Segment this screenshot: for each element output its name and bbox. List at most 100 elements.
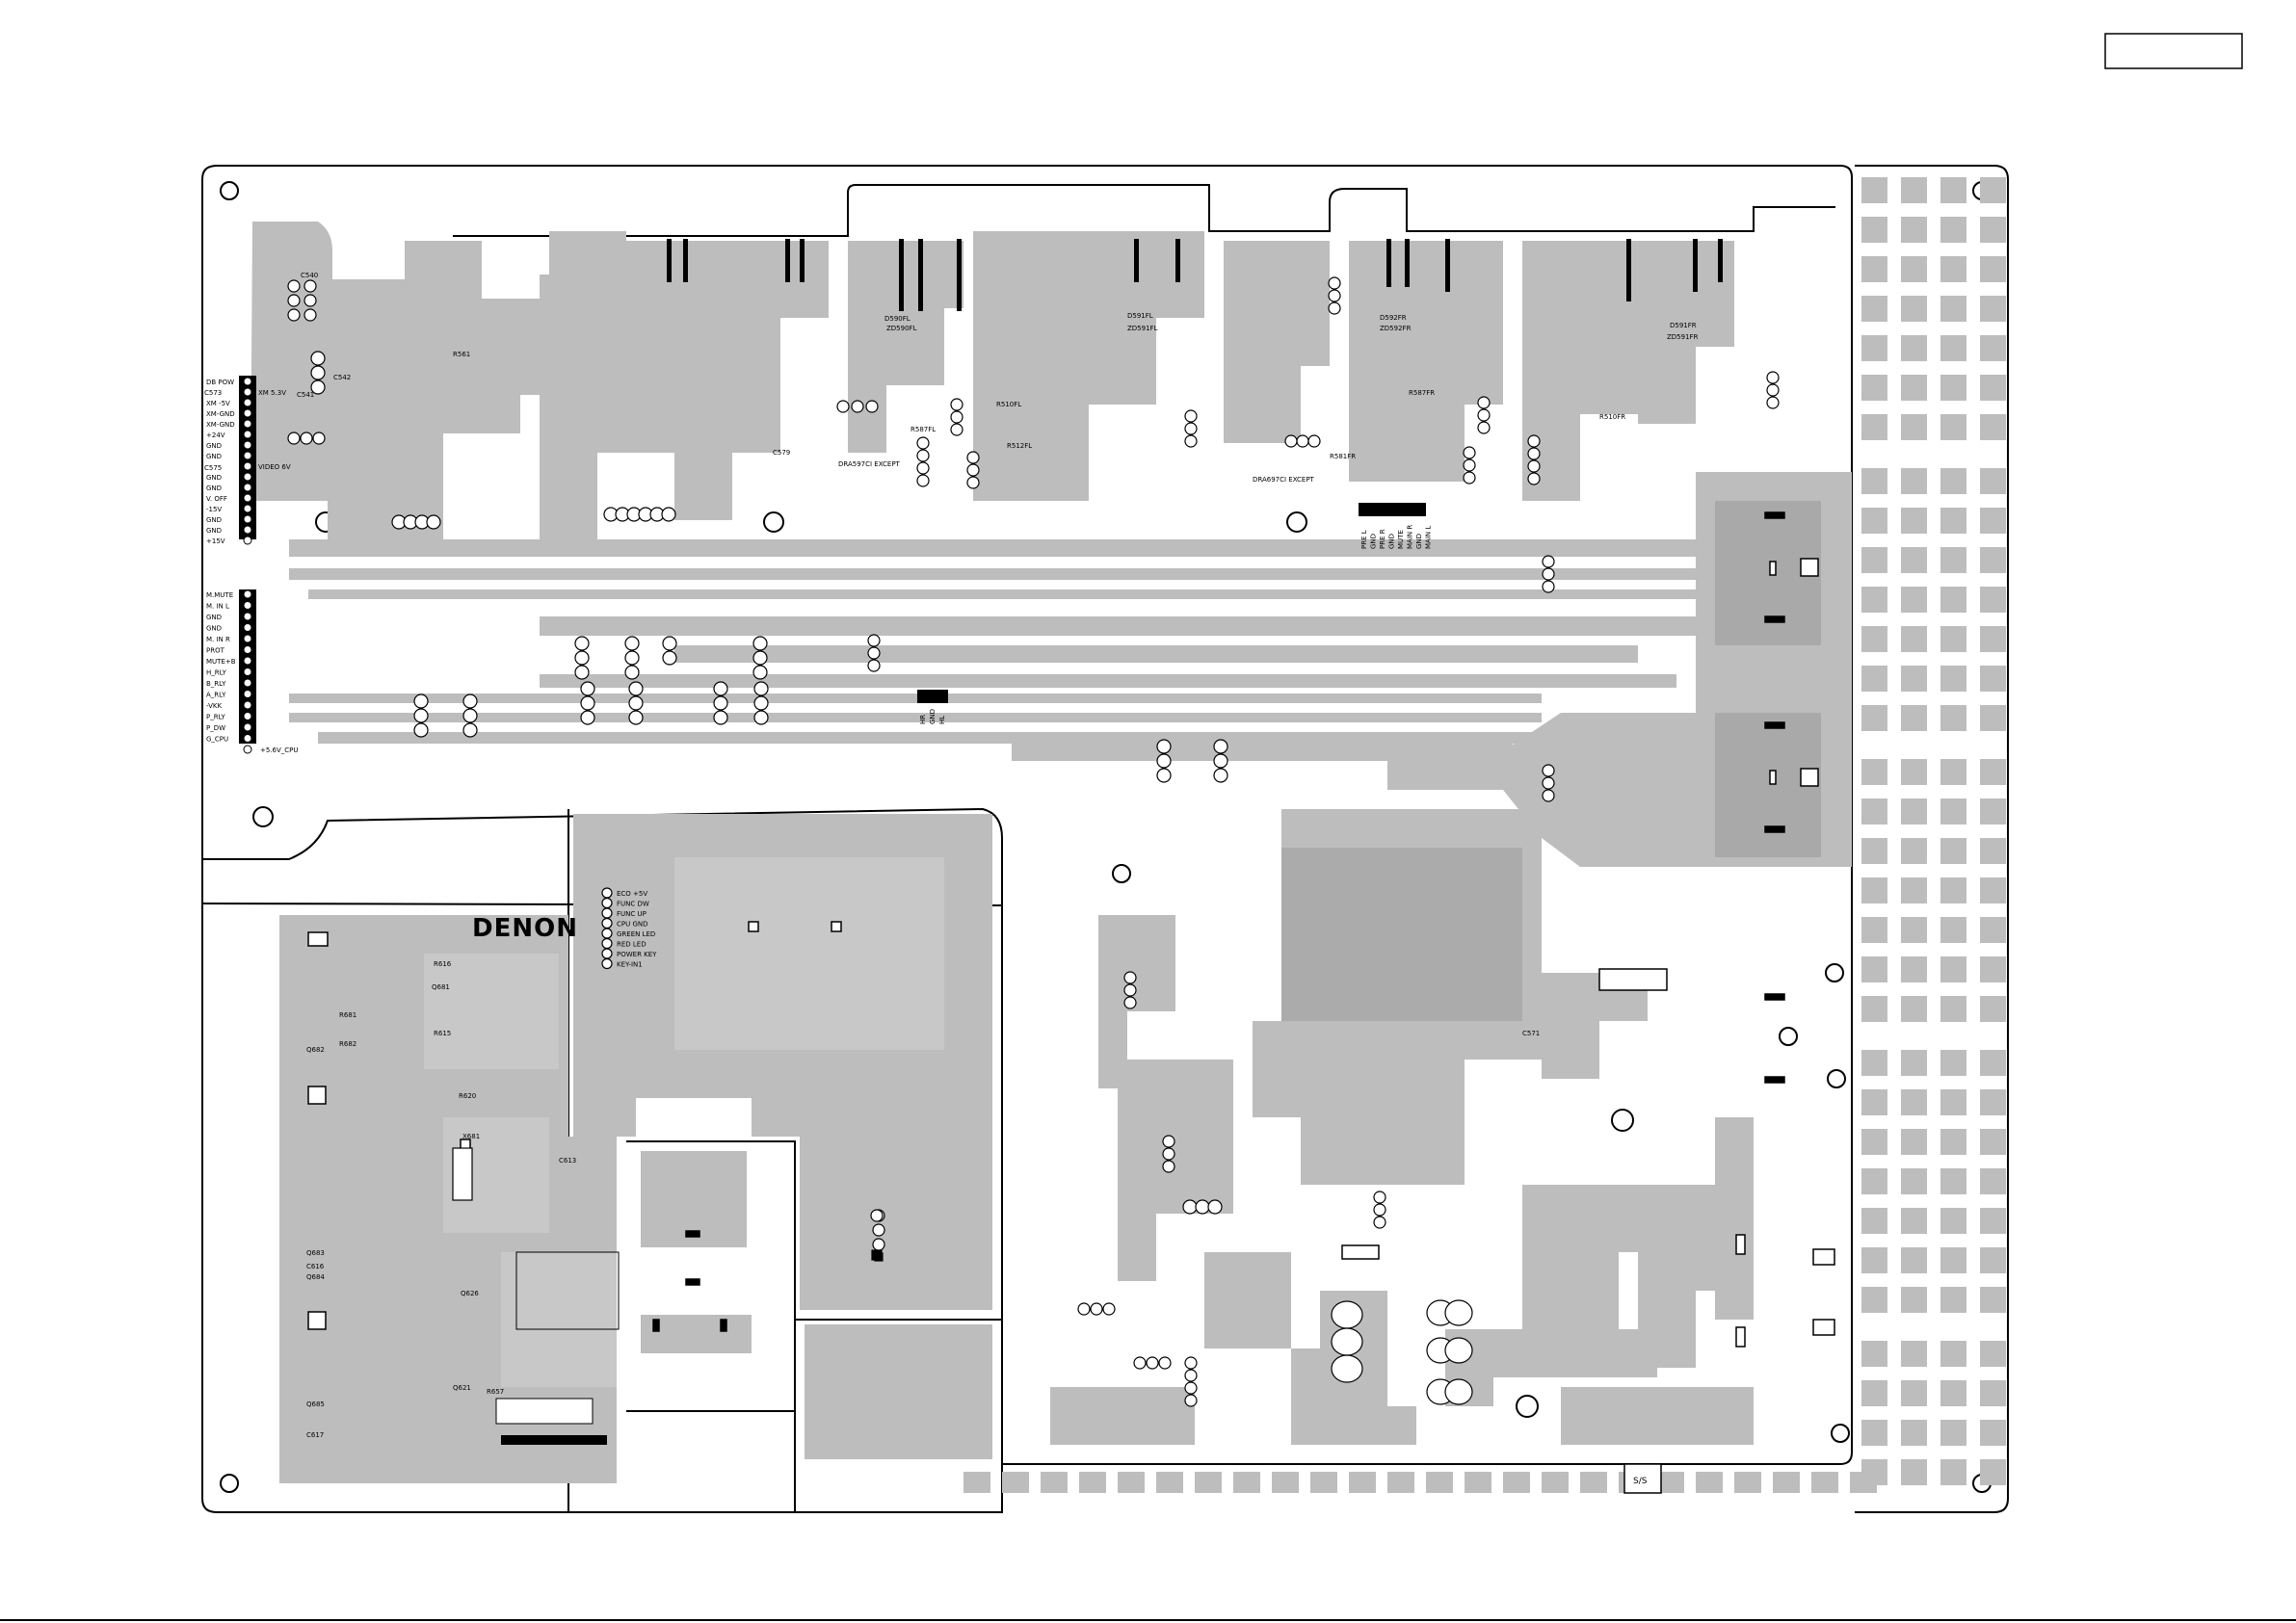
connector-pin-label: V. OFF [206, 495, 227, 503]
component-ref-label: C613 [559, 1157, 576, 1165]
connector-pin-label: M. IN R [206, 636, 230, 643]
heatsink-pad [1980, 547, 2006, 573]
connector-pin [243, 623, 252, 632]
heatsink-pad [1861, 1168, 1887, 1194]
component-ref-label: Q682 [306, 1046, 325, 1054]
component-ref-label: R682 [339, 1040, 356, 1048]
heatsink-pad [1980, 1050, 2006, 1076]
edge-pad [1118, 1472, 1145, 1493]
brand-logo-text: DENON [472, 914, 578, 943]
component-ref-label: R681 [339, 1011, 356, 1019]
connector-pin-label: H_RLY [206, 669, 227, 677]
page-number-box [2104, 33, 2243, 69]
heatsink-pad [1901, 1050, 1927, 1076]
heatsink-pad [1980, 705, 2006, 731]
heatsink-pad [1861, 414, 1887, 440]
svg-text:D592FR: D592FR [1380, 314, 1407, 322]
square-pads [307, 511, 1835, 1494]
connector-pin-label: POWER KEY [617, 951, 657, 958]
component-ref-label: C617 [306, 1431, 324, 1439]
heatsink-pad [1861, 375, 1887, 401]
connector-pin [243, 734, 252, 743]
heatsink-pad [1861, 335, 1887, 361]
connector-pin [243, 430, 252, 439]
connector-pin-label: XM -5V [206, 400, 230, 407]
connector-pin [243, 536, 252, 545]
connector-pin [243, 668, 252, 676]
connector-pin [243, 461, 252, 471]
heatsink-pad [1940, 1168, 1966, 1194]
connector-pin [243, 525, 252, 535]
connector-pin-label: GND [1415, 534, 1423, 549]
heatsink-pad [1861, 1208, 1887, 1234]
heatsink-pad [1980, 414, 2006, 440]
heatsink-pad [1940, 335, 1966, 361]
heatsink-pad [1940, 217, 1966, 243]
heatsink-pad [1980, 1089, 2006, 1115]
small-reference-labels: C540 C541 C542 R561 C579 C571 [297, 272, 1540, 1037]
heatsink-pad [1940, 1208, 1966, 1234]
connector-pin-label: G_CPU [206, 736, 228, 744]
heatsink-pad [1980, 217, 2006, 243]
heatsink-pad [1861, 838, 1887, 864]
heatsink-pad [1861, 798, 1887, 825]
heatsink-pad [1940, 956, 1966, 982]
connector-pin-label: +24V [206, 432, 225, 439]
edge-pad [1426, 1472, 1453, 1493]
svg-text:R512FL: R512FL [1007, 442, 1032, 450]
component-ref-label: R620 [459, 1092, 476, 1100]
heatsink-pad [1940, 1287, 1966, 1313]
svg-text:R510FL: R510FL [996, 401, 1021, 408]
svg-text:C540: C540 [301, 272, 318, 279]
top-reference-labels: ZD590FL D590FL ZD591FL D591FL ZD592FR D5… [838, 312, 1699, 484]
connector-pin-label: PRE L [1360, 530, 1368, 549]
bottom-pad-row [963, 1472, 1877, 1493]
connector-pin-label: HR [919, 715, 927, 724]
aux-connector [870, 1209, 884, 1261]
heatsink-pad [1940, 1089, 1966, 1115]
heatsink-pad [1901, 375, 1927, 401]
component-ref-label: Q684 [306, 1273, 325, 1281]
heatsink-pad [1980, 296, 2006, 322]
connector-pin [243, 472, 252, 482]
heatsink-pad [1940, 508, 1966, 534]
heatsink-pad [1940, 1341, 1966, 1367]
edge-pad [1696, 1472, 1723, 1493]
heatsink-pad [1980, 1341, 2006, 1367]
edge-pad [1195, 1472, 1222, 1493]
heatsink-pad [1980, 1168, 2006, 1194]
component-ref-label: Q685 [306, 1400, 325, 1408]
svg-text:R587FL: R587FL [910, 426, 936, 433]
svg-text:R510FR: R510FR [1599, 413, 1625, 421]
heatsink-pad [1861, 547, 1887, 573]
connector-pin [243, 722, 252, 732]
heatsink-pad [1980, 335, 2006, 361]
svg-text:C541: C541 [297, 391, 314, 399]
connector-pin-label: DB POW [206, 379, 234, 386]
heatsink-pad [1940, 996, 1966, 1022]
connector-pin [601, 917, 613, 929]
edge-pad [1734, 1472, 1761, 1493]
heatsink-pad [1940, 1050, 1966, 1076]
connector-pin-label: -VKK [206, 702, 222, 710]
copper-pours [251, 222, 1852, 1483]
connector-pin-label: XM-GND [206, 410, 235, 418]
heatsink-pad [1861, 917, 1887, 943]
heatsink-pad [1901, 877, 1927, 903]
ic-block [452, 1147, 620, 1445]
heatsink-pad [1901, 335, 1927, 361]
edge-pad [1773, 1472, 1800, 1493]
connector-pin-label: PROT [206, 647, 225, 655]
heatsink-pad [1861, 217, 1887, 243]
connector-pin-label: MAIN R [1407, 525, 1414, 549]
connector-pin-label: ECO +5V [617, 890, 647, 898]
svg-text:C542: C542 [333, 374, 351, 381]
heatsink-pad [1980, 666, 2006, 692]
ref-c575: C575 [204, 464, 222, 472]
connector-pin-label: B_RLY [206, 680, 226, 688]
heatsink-pad [1940, 414, 1966, 440]
heatsink-pad [1980, 1459, 2006, 1485]
component-ref-label: Q683 [306, 1249, 325, 1257]
